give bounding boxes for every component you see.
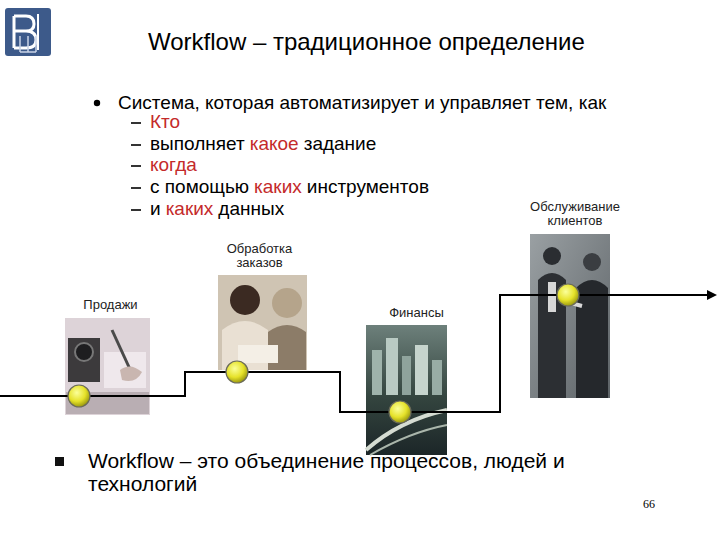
- flow-line: [0, 295, 708, 412]
- photo-step: Продажи: [65, 318, 150, 415]
- orders-photo: [218, 275, 307, 370]
- bullet-text: какое: [250, 133, 299, 155]
- bullet-line: с помощьюкакихинструментов: [150, 176, 429, 198]
- photo-step: Обслуживание клиентов: [530, 234, 610, 398]
- logo: [5, 8, 51, 56]
- bullet-text: Кто: [150, 111, 180, 133]
- process-dot: [68, 284, 579, 423]
- step-caption: Продажи: [66, 298, 156, 313]
- step-caption: Финансы: [372, 306, 462, 321]
- sales-photo: [65, 318, 150, 415]
- bullet-text: задание: [304, 133, 377, 155]
- bullet-text: с помощью: [150, 176, 249, 198]
- flow-connector: [150, 372, 218, 396]
- step-caption: Обслуживание клиентов: [508, 200, 642, 229]
- bullet-line: Система, которая автоматизирует и управл…: [118, 92, 606, 114]
- photo-step: Обработка заказов: [218, 275, 307, 370]
- bullet-text: инструментов: [307, 176, 429, 198]
- bullet-text: каких: [166, 198, 214, 220]
- exit-arrowhead: [707, 290, 717, 300]
- square-bullet: [55, 457, 64, 466]
- summary-text: Workflow – это объединение процессов, лю…: [88, 449, 653, 495]
- dash-markers: [131, 123, 141, 210]
- bullet-text: Система, которая автоматизирует и управл…: [118, 92, 606, 114]
- bullet: [94, 100, 100, 106]
- flow-connector: [307, 372, 366, 412]
- bullet-text: выполняет: [150, 133, 245, 155]
- bullet-line: Кто: [150, 111, 180, 133]
- slide-title: Workflow – традиционное определение: [148, 27, 585, 57]
- bullet-line: когда: [150, 154, 197, 176]
- bullet-text: каких: [254, 176, 302, 198]
- page-number: 66: [643, 497, 655, 512]
- service-photo: [530, 234, 610, 398]
- bullet-text: когда: [150, 154, 197, 176]
- bullet-text: и: [150, 198, 161, 220]
- bullet-line: выполняеткакоезадание: [150, 133, 376, 155]
- bullet-text: данных: [218, 198, 284, 220]
- flow-connector: [447, 295, 530, 412]
- finance-photo: [366, 325, 447, 455]
- bullet-line: икакихданных: [150, 198, 284, 220]
- step-caption: Обработка заказов: [210, 242, 310, 271]
- photo-step: Финансы: [366, 325, 447, 455]
